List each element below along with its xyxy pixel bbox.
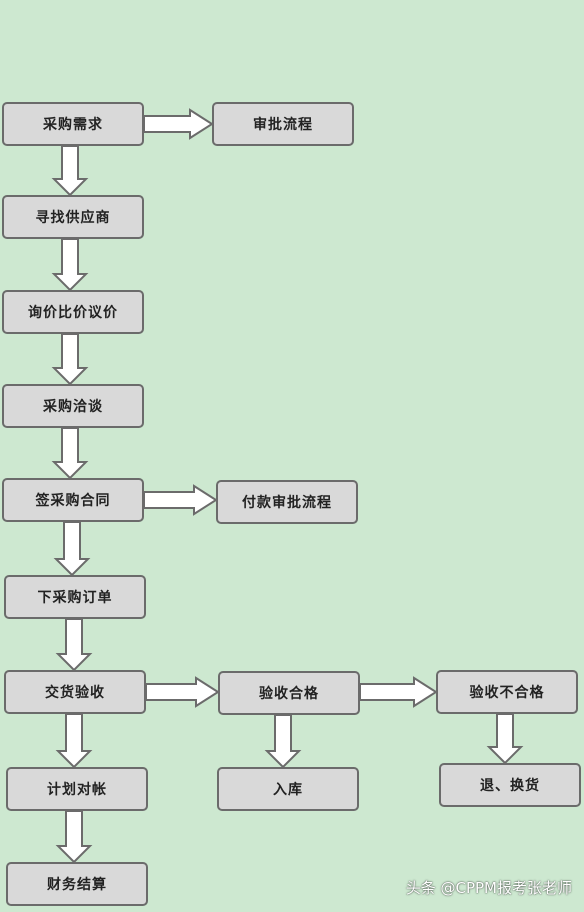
node-return-exchange: 退、换货 — [439, 763, 581, 807]
node-inspection-pass: 验收合格 — [218, 671, 360, 715]
node-sign-contract: 签采购合同 — [2, 478, 144, 522]
arrow-delivery-to-pass — [145, 676, 220, 708]
node-find-supplier: 寻找供应商 — [2, 195, 144, 239]
arrow-supplier-to-inquiry — [51, 238, 89, 292]
arrow-demand-to-approval — [143, 108, 214, 140]
node-delivery-inspection: 交货验收 — [4, 670, 146, 714]
node-reconcile: 计划对帐 — [6, 767, 148, 811]
arrow-order-to-delivery — [55, 618, 93, 672]
arrow-contract-to-order — [53, 521, 91, 577]
node-place-order: 下采购订单 — [4, 575, 146, 619]
arrow-reconcile-to-settlement — [55, 810, 93, 864]
arrow-demand-to-supplier — [51, 145, 89, 197]
node-approval-process: 审批流程 — [212, 102, 354, 146]
node-purchase-negotiation: 采购洽谈 — [2, 384, 144, 428]
arrow-fail-to-return — [486, 713, 524, 765]
arrow-contract-to-payment — [143, 484, 218, 516]
arrow-delivery-to-reconcile — [55, 713, 93, 769]
arrow-inquiry-to-negotiation — [51, 333, 89, 386]
watermark: 头条 @CPPM报考张老师 — [405, 879, 572, 897]
node-settlement: 财务结算 — [6, 862, 148, 906]
arrow-pass-to-fail — [359, 676, 438, 708]
arrow-pass-to-warehousing — [264, 714, 302, 769]
arrow-negotiation-to-contract — [51, 427, 89, 480]
node-purchase-demand: 采购需求 — [2, 102, 144, 146]
node-inquiry-compare: 询价比价议价 — [2, 290, 144, 334]
node-inspection-fail: 验收不合格 — [436, 670, 578, 714]
node-warehousing: 入库 — [217, 767, 359, 811]
node-payment-approval: 付款审批流程 — [216, 480, 358, 524]
